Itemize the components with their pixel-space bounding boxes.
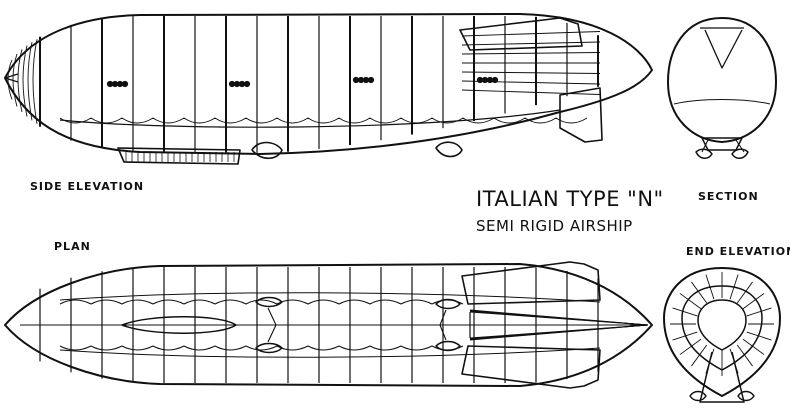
end-outer-ring [663, 267, 781, 397]
side-elevation-view [4, 13, 653, 165]
end-spoke [679, 293, 702, 310]
tail-line [469, 324, 649, 339]
valve-dot [111, 80, 119, 88]
end-gondolas [689, 390, 755, 402]
end-spokes [670, 272, 774, 376]
plan-label: PLAN [54, 240, 91, 253]
end-spoke [705, 274, 715, 300]
valve-dot [106, 80, 114, 88]
valve-dot [116, 80, 124, 88]
valve-dot [352, 76, 360, 84]
end-core [697, 299, 747, 351]
plan-engine-left-top [255, 296, 283, 308]
side-engine-gondola-1 [251, 141, 283, 160]
nose-rib [32, 39, 38, 124]
end-spoke [736, 281, 753, 304]
nose-rib [22, 45, 28, 117]
side-car-hatching [125, 152, 235, 162]
side-keel-car [117, 147, 241, 165]
valve-dot [481, 76, 489, 84]
plan-engine-right-bottom [435, 340, 461, 352]
end-spoke [742, 293, 765, 310]
plan-engine-left-bottom [255, 342, 283, 354]
plan-hull-outline [4, 263, 653, 387]
drawing-title: ITALIAN TYPE "N" [476, 187, 664, 211]
tail-line [469, 311, 649, 326]
plan-view [4, 261, 653, 389]
section-waterline [673, 99, 771, 105]
side-nose-tip [4, 73, 19, 83]
end-spoke [672, 307, 698, 317]
tail-rib [461, 41, 601, 46]
valve-dot [486, 76, 494, 84]
section-struts [701, 139, 745, 153]
side-frame-lines [39, 16, 599, 153]
valve-dot [228, 80, 236, 88]
valve-dot [476, 76, 484, 84]
plan-upper-keel [59, 292, 601, 303]
side-keel-line [59, 109, 561, 128]
end-spoke [679, 338, 702, 355]
end-spoke [746, 331, 772, 341]
plan-scallops-top [59, 299, 464, 305]
end-spoke [691, 344, 708, 367]
valve-dot [238, 80, 246, 88]
plan-lower-keel [59, 347, 601, 358]
side-engine-gondola-2 [435, 141, 463, 158]
side-lower-fin [559, 87, 603, 143]
end-lower-fins [699, 351, 745, 403]
end-elevation-label: END ELEVATION [686, 245, 790, 258]
plan-tail-lines [469, 309, 649, 341]
section-internal-frame [700, 27, 744, 69]
plan-engine-right-top [435, 298, 461, 310]
end-spoke [729, 274, 739, 300]
end-elevation-view [663, 267, 781, 403]
valve-dot [243, 80, 251, 88]
valve-dot [367, 76, 375, 84]
side-elevation-label: SIDE ELEVATION [30, 180, 145, 193]
nose-rib [27, 42, 33, 121]
nose-rib [12, 53, 18, 107]
tail-rib [461, 52, 601, 55]
end-spoke [736, 344, 753, 367]
drawing-subtitle: SEMI RIGID AIRSHIP [476, 217, 633, 235]
side-nose-ribs [7, 39, 38, 124]
tail-rib [461, 31, 601, 37]
section-gondolas [695, 148, 749, 159]
end-spoke [691, 281, 708, 304]
side-hull-outline [4, 13, 653, 155]
valve-dot [357, 76, 365, 84]
plan-scallops-bottom [59, 345, 464, 351]
tail-rib [461, 71, 601, 74]
end-spoke [742, 338, 765, 355]
section-envelope [667, 17, 777, 143]
valve-dot [233, 80, 241, 88]
side-valve-clusters [106, 76, 499, 88]
valve-dot [121, 80, 129, 88]
section-label: SECTION [698, 190, 759, 203]
valve-dot [491, 76, 499, 84]
section-view [667, 17, 777, 159]
side-tail-ribs [461, 31, 601, 95]
plan-fin-bottom [461, 345, 601, 389]
plan-fin-top [461, 261, 601, 305]
end-spoke [672, 331, 698, 341]
nose-rib [17, 49, 23, 113]
side-upper-fin [459, 17, 583, 51]
plan-outrigger-struts [267, 307, 447, 343]
valve-dot [362, 76, 370, 84]
plan-keel-car [121, 316, 237, 334]
side-gas-cell-scallops [59, 117, 588, 124]
tail-rib [461, 89, 601, 95]
end-spoke [746, 307, 772, 317]
